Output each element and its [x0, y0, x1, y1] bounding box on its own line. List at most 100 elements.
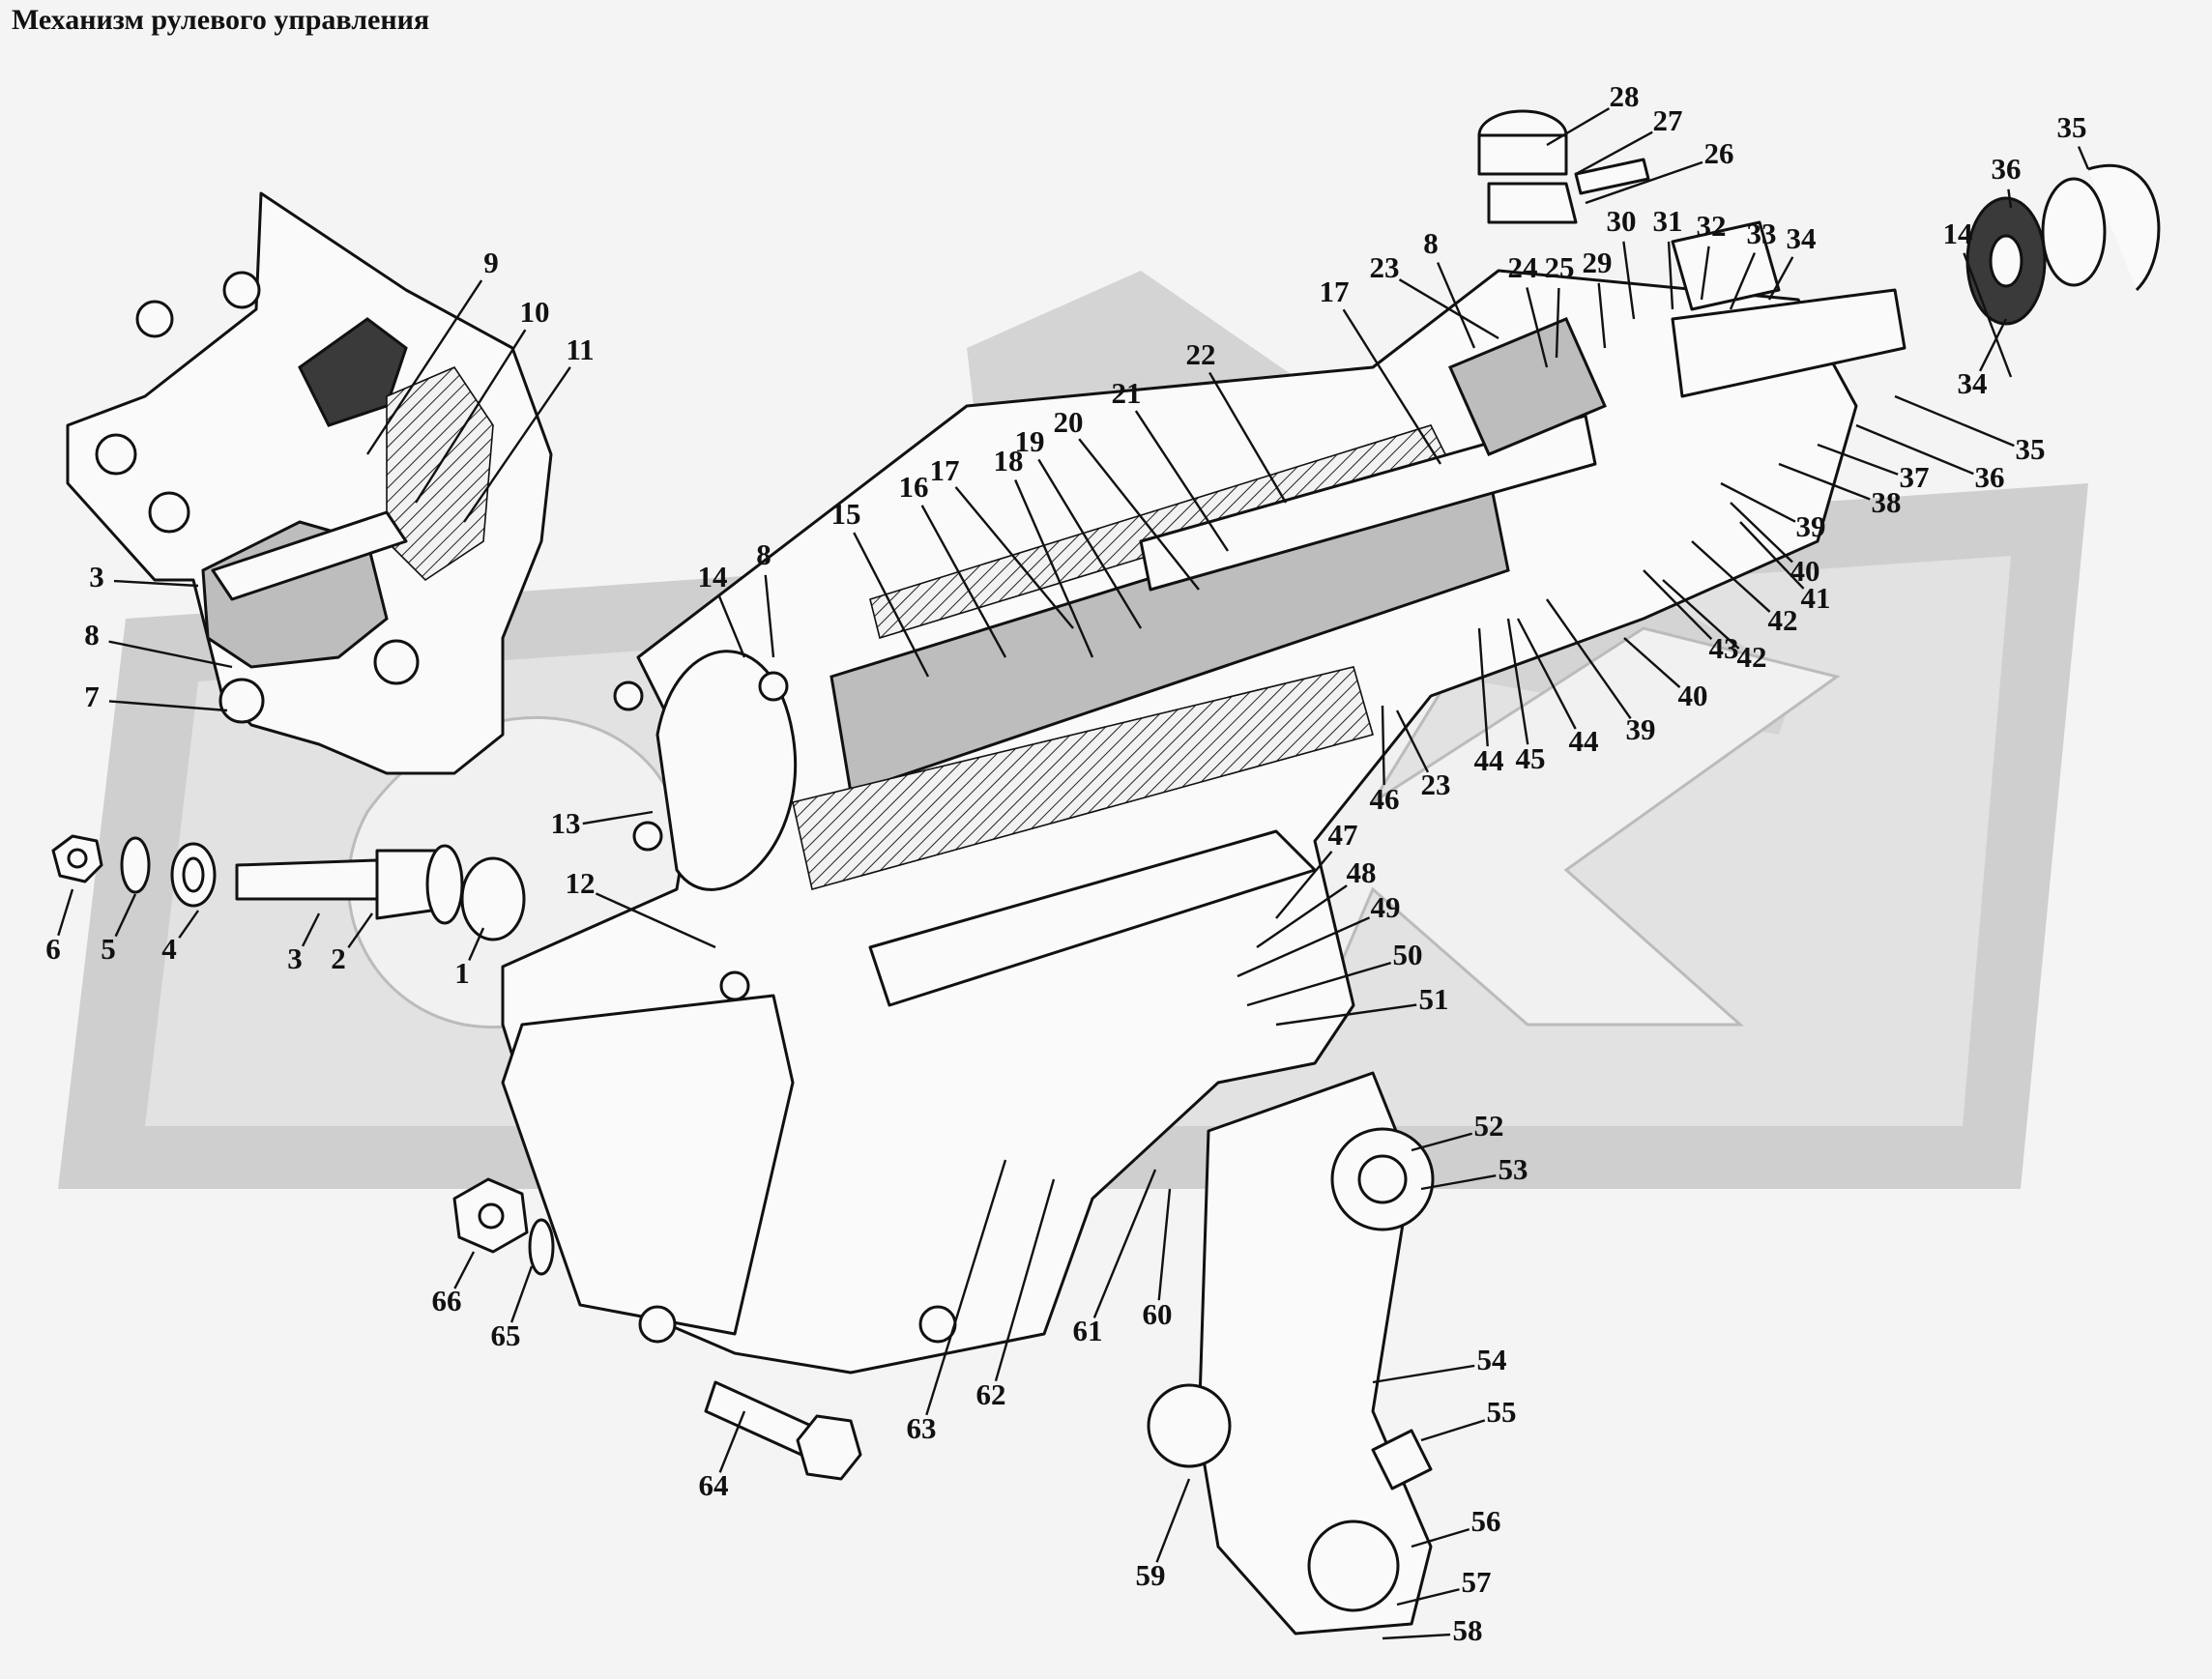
callout-65: 65 [491, 1265, 534, 1352]
callout-leader-line [301, 912, 321, 947]
callout-6: 6 [45, 888, 74, 966]
callout-leader-line [1767, 256, 1794, 301]
callout-22: 22 [1186, 337, 1288, 504]
callout-number: 55 [1487, 1395, 1517, 1429]
callout-64: 64 [699, 1410, 746, 1502]
callout-number: 17 [1320, 275, 1350, 308]
callout-number: 58 [1453, 1613, 1483, 1647]
callout-number: 56 [1471, 1504, 1501, 1538]
callout-leader-line [347, 912, 373, 948]
callout-leader-line [1395, 709, 1430, 773]
callout-leader-line [1730, 502, 1793, 564]
callout-leader-line [1411, 1132, 1472, 1152]
callout-number: 26 [1704, 136, 1734, 170]
callout-9: 9 [365, 246, 499, 455]
callout-number: 20 [1054, 405, 1084, 439]
callout-leader-line [1246, 961, 1392, 1007]
callout-leader-line [1398, 278, 1499, 340]
callout-leader-line [453, 1251, 476, 1289]
callout-leader-line [1381, 705, 1385, 786]
callout-57: 57 [1396, 1565, 1492, 1607]
callout-leader-line [178, 910, 199, 939]
callout-number: 38 [1872, 485, 1902, 519]
callout-27: 27 [1575, 103, 1683, 176]
callout-number: 2 [331, 941, 346, 975]
callout-number: 32 [1697, 209, 1727, 243]
callout-17: 17 [930, 453, 1074, 629]
callout-18: 18 [994, 444, 1094, 658]
callout-number: 21 [1112, 376, 1142, 410]
gear-housing [501, 220, 1906, 1375]
callout-leader-line [57, 888, 74, 937]
callout-4: 4 [161, 910, 199, 966]
callout-number: 63 [907, 1411, 937, 1445]
callout-leader-line [1667, 241, 1674, 310]
callout-number: 59 [1136, 1558, 1166, 1592]
callout-44: 44 [1516, 618, 1599, 758]
callout-leader-line [1555, 287, 1560, 359]
callout-number: 54 [1477, 1343, 1507, 1376]
callout-32: 32 [1697, 209, 1727, 301]
callout-16: 16 [899, 470, 1007, 658]
callout-leader-line [1643, 569, 1713, 641]
callout-leader-line [365, 279, 483, 455]
callout-leader-line [1092, 1169, 1157, 1318]
callout-leader-line [1157, 1188, 1172, 1301]
callout-leader-line [1894, 394, 2015, 448]
callout-number: 6 [45, 932, 61, 966]
callout-21: 21 [1112, 376, 1230, 552]
callout-24: 24 [1508, 250, 1549, 368]
callout-8: 8 [1423, 226, 1476, 349]
callout-number: 19 [1015, 424, 1045, 458]
callout-leader-line [1597, 282, 1607, 349]
callout-leader-line [1477, 627, 1489, 747]
callout-number: 48 [1347, 855, 1377, 889]
callout-17: 17 [1320, 275, 1442, 465]
callout-leader-line [1237, 916, 1371, 978]
callout-leader-line [414, 329, 527, 504]
callout-39: 39 [1720, 481, 1826, 543]
callout-66: 66 [432, 1251, 476, 1317]
callout-leader-line [717, 595, 746, 658]
callout-30: 30 [1607, 204, 1637, 320]
callout-number: 17 [930, 453, 960, 487]
callout-number: 36 [1975, 460, 2005, 494]
callout-12: 12 [566, 866, 716, 949]
callout-15: 15 [831, 497, 930, 678]
callout-3: 3 [287, 912, 321, 975]
callout-number: 37 [1900, 460, 1930, 494]
callout-59: 59 [1136, 1478, 1191, 1592]
callout-number: 30 [1607, 204, 1637, 238]
callout-number: 34 [1787, 221, 1817, 255]
callout-number: 10 [520, 295, 550, 329]
callout-leader-line [1963, 252, 2013, 378]
callout-37: 37 [1817, 443, 1930, 494]
callout-leader-line [2077, 146, 2090, 170]
callout-number: 35 [2057, 110, 2087, 144]
callout-3: 3 [89, 560, 199, 593]
callout-leader-line [1516, 618, 1577, 730]
callout-44: 44 [1474, 627, 1504, 777]
callout-number: 8 [1423, 226, 1439, 260]
callout-42: 42 [1662, 579, 1767, 674]
callout-31: 31 [1653, 204, 1683, 310]
callout-number: 66 [432, 1284, 462, 1317]
callout-leader-line [509, 1265, 534, 1323]
callout-34: 34 [1767, 221, 1817, 301]
callout-leader-line [108, 640, 233, 669]
callout-33: 33 [1729, 217, 1777, 310]
callout-61: 61 [1073, 1169, 1157, 1347]
loose-parts-bottom [452, 1177, 862, 1481]
callout-47: 47 [1275, 818, 1358, 919]
callout-number: 31 [1653, 204, 1683, 238]
callout-number: 13 [551, 806, 581, 840]
callout-number: 8 [84, 618, 100, 651]
callout-number: 8 [756, 537, 771, 571]
callout-leader-line [114, 893, 137, 938]
callout-leader-line [954, 486, 1074, 629]
callout-60: 60 [1143, 1188, 1173, 1331]
callout-leader-line [920, 505, 1007, 658]
callout-29: 29 [1583, 246, 1613, 349]
callout-number: 40 [1678, 679, 1708, 712]
callout-leader-line [1382, 1633, 1451, 1640]
